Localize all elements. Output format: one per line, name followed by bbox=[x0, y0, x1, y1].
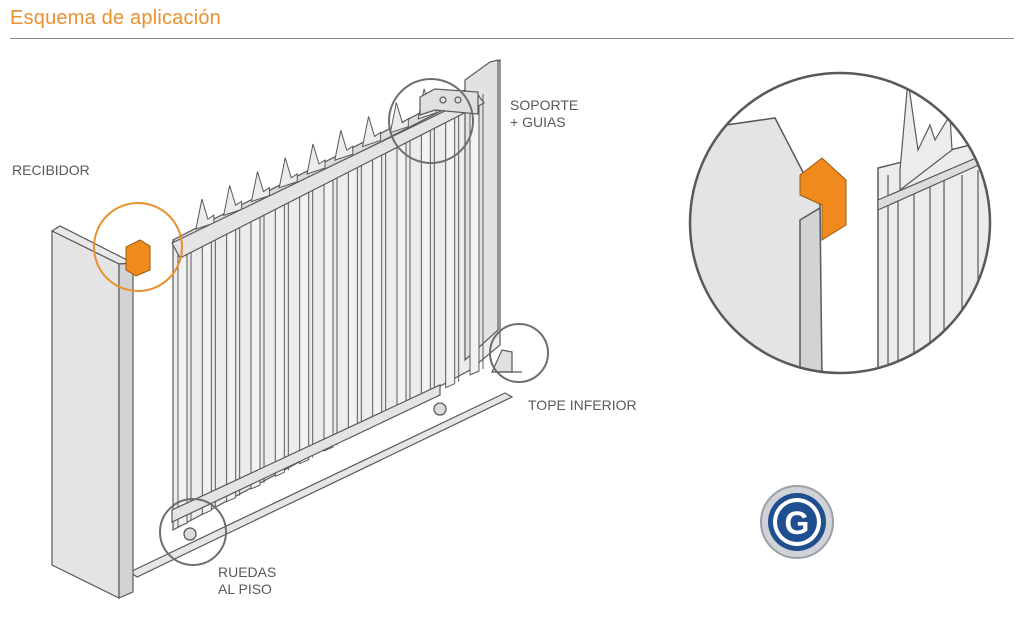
gate-bar bbox=[177, 243, 188, 528]
callout-soporte bbox=[388, 78, 474, 164]
gate-spike bbox=[278, 157, 298, 189]
gate-bar bbox=[274, 193, 285, 478]
label-recibidor: RECIBIDOR bbox=[12, 162, 90, 178]
gate-spike bbox=[389, 102, 409, 134]
gate-bar bbox=[250, 206, 261, 490]
gate-bars bbox=[177, 94, 484, 528]
gate-bar bbox=[347, 156, 358, 440]
label-ruedas: RUEDAS AL PISO bbox=[218, 564, 277, 597]
gate-bar bbox=[299, 181, 310, 465]
gate-spike bbox=[306, 143, 326, 175]
gate-bar bbox=[226, 218, 237, 503]
header-divider bbox=[10, 38, 1014, 39]
gate-bar bbox=[469, 95, 480, 376]
label-soporte: SOPORTE + GUIAS bbox=[510, 97, 579, 130]
callout-ruedas bbox=[159, 498, 227, 566]
gate-spike bbox=[334, 130, 354, 161]
gate-spike bbox=[361, 116, 382, 148]
brand-logo: G bbox=[760, 485, 834, 559]
wheels bbox=[183, 402, 447, 541]
callout-tope bbox=[489, 323, 549, 383]
gate-bar bbox=[323, 169, 334, 452]
page-title: Esquema de aplicación bbox=[10, 7, 221, 29]
bottom-rail bbox=[171, 384, 441, 523]
top-rail bbox=[171, 94, 485, 259]
gate-bar bbox=[372, 144, 383, 427]
receiver-part bbox=[125, 239, 151, 277]
receiver-post bbox=[50, 225, 136, 599]
bottom-stopper bbox=[491, 349, 522, 373]
zoom-detail bbox=[688, 71, 992, 375]
label-tope-inferior: TOPE INFERIOR bbox=[528, 397, 637, 413]
callout-recibidor bbox=[93, 202, 183, 292]
gate-bar bbox=[201, 230, 212, 516]
logo-letter: G bbox=[785, 505, 810, 541]
gate-bar bbox=[396, 132, 407, 414]
gate-bar bbox=[445, 107, 456, 389]
gate-spike bbox=[250, 171, 270, 203]
